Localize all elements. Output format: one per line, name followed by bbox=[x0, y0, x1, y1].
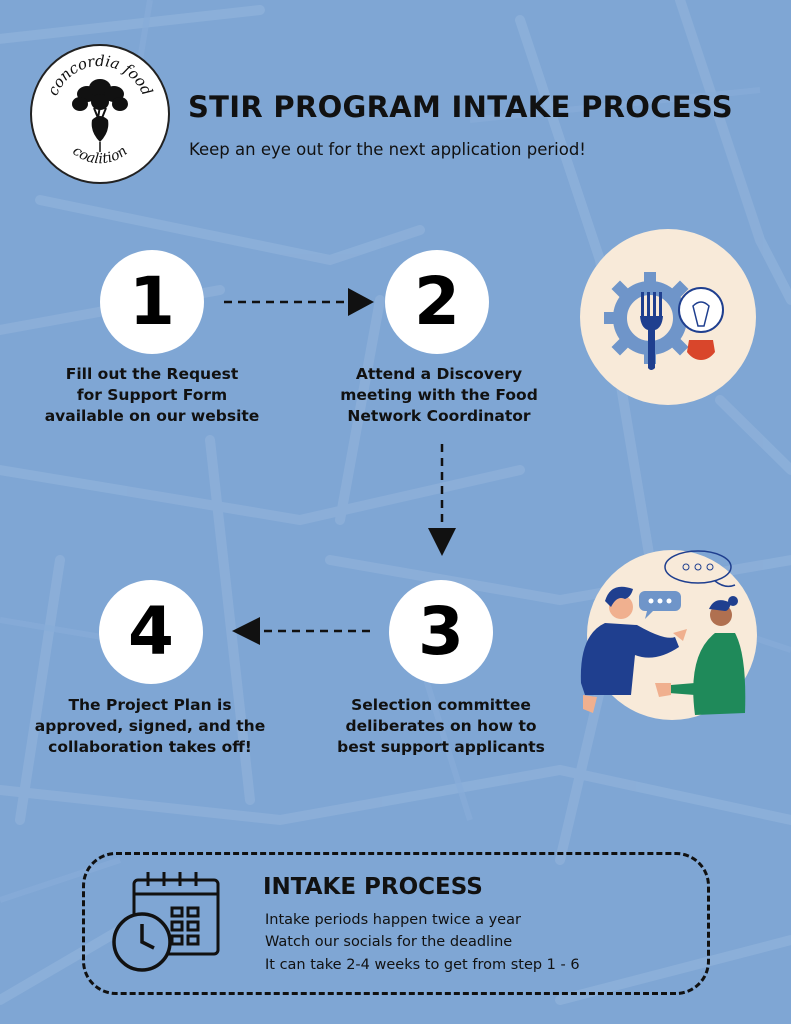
lightbulb-icon bbox=[678, 287, 724, 360]
intake-line-2: Watch our socials for the deadline bbox=[265, 934, 513, 950]
intake-line-1: Intake periods happen twice a year bbox=[265, 912, 521, 928]
step-2-description: Attend a Discovery meeting with the Food… bbox=[309, 364, 569, 427]
fork-icon bbox=[640, 292, 663, 370]
page-title: STIR PROGRAM INTAKE PROCESS bbox=[188, 90, 733, 124]
arrow-left-icon bbox=[232, 617, 260, 645]
thought-bubble-icon bbox=[664, 550, 736, 588]
person-left bbox=[580, 586, 687, 713]
gear-fork-bulb-illustration bbox=[580, 229, 756, 405]
step-3-line-2: deliberates on how to bbox=[345, 717, 537, 735]
step-1-circle: 1 bbox=[100, 250, 204, 354]
step-2-line-3: Network Coordinator bbox=[347, 407, 531, 425]
step-2-circle: 2 bbox=[385, 250, 489, 354]
concordia-food-coalition-logo: concordia food coalition bbox=[30, 44, 170, 184]
step-1-line-2: for Support Form bbox=[76, 386, 228, 404]
step-3-circle: 3 bbox=[389, 580, 493, 684]
arrow-right-icon bbox=[348, 288, 374, 316]
intake-line-3: It can take 2-4 weeks to get from step 1… bbox=[265, 957, 580, 973]
intake-title: INTAKE PROCESS bbox=[263, 874, 483, 900]
beet-icon: concordia food coalition bbox=[44, 52, 157, 167]
step-1-line-3: available on our website bbox=[44, 407, 260, 425]
step-4-line-3: collaboration takes off! bbox=[48, 738, 252, 756]
step-2-line-1: Attend a Discovery bbox=[355, 365, 523, 383]
step-3-line-1: Selection committee bbox=[351, 696, 531, 714]
speech-bubble-icon bbox=[639, 591, 681, 619]
step-3-line-3: best support applicants bbox=[337, 738, 545, 756]
step-2-line-2: meeting with the Food bbox=[340, 386, 538, 404]
step-1-description: Fill out the Request for Support Form av… bbox=[22, 364, 282, 427]
calendar-clock-icon bbox=[112, 872, 220, 972]
step-4-line-1: The Project Plan is bbox=[68, 696, 232, 714]
step-4-circle: 4 bbox=[99, 580, 203, 684]
step-3-description: Selection committee deliberates on how t… bbox=[311, 695, 571, 758]
page-subtitle: Keep an eye out for the next application… bbox=[189, 140, 586, 159]
step-4-line-2: approved, signed, and the bbox=[34, 717, 266, 735]
step-1-line-1: Fill out the Request bbox=[65, 365, 239, 383]
person-right bbox=[655, 596, 746, 715]
arrow-down-icon bbox=[428, 528, 456, 556]
people-chatting-illustration bbox=[580, 550, 757, 720]
step-4-description: The Project Plan is approved, signed, an… bbox=[20, 695, 280, 758]
intake-info-box bbox=[82, 852, 710, 995]
